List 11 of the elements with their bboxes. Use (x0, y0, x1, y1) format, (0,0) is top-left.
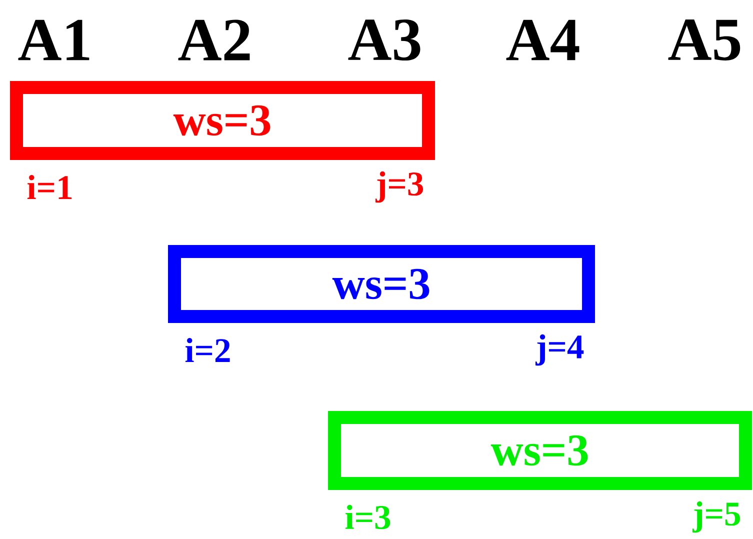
window-box: ws=3 (10, 81, 435, 160)
index-label: i=3 (346, 504, 390, 530)
window-box: ws=3 (328, 411, 752, 490)
window-box: ws=3 (168, 245, 596, 323)
column-header: A4 (506, 20, 580, 60)
index-label: i=2 (185, 338, 230, 362)
column-header: A5 (668, 20, 740, 60)
index-label: j=3 (375, 171, 424, 203)
index-label: i=1 (27, 175, 72, 199)
index-label: j=5 (692, 501, 740, 533)
index-label: j=4 (536, 334, 584, 366)
